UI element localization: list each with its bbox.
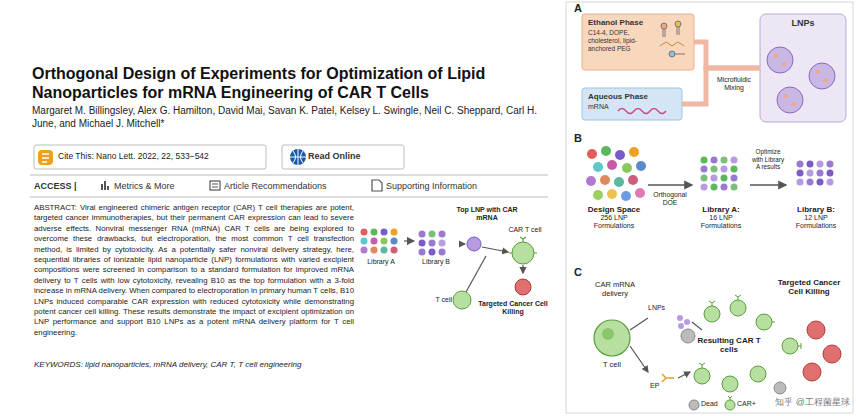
- library-group: Library B:12 LNP Formulations: [786, 145, 846, 241]
- lnp-dot: [721, 175, 728, 182]
- toc-label: Targeted Cancer Cell Killing: [476, 300, 550, 316]
- library-group: Library B: [414, 225, 458, 275]
- lnp-dot: [797, 161, 804, 168]
- node-body: 16 LNP Formulations: [692, 214, 750, 231]
- lnp-dot: [731, 184, 738, 191]
- panel-label: Targeted Cancer Cell Killing: [770, 278, 848, 296]
- node-body: mRNA: [588, 103, 676, 110]
- lnp-dot: [807, 161, 814, 168]
- panel-label: EP: [650, 382, 670, 389]
- node-title: Library A:: [692, 205, 750, 214]
- phase-box: Ethanol PhaseC14-4, DOPE, cholesterol, l…: [582, 14, 694, 70]
- link-label: Metrics & More: [114, 181, 204, 191]
- lnp-dot: [797, 179, 804, 186]
- node-title: Library B: [414, 258, 458, 265]
- library-group: Library A: [358, 225, 404, 275]
- library-group: Design Space256 LNP Formulations: [580, 145, 648, 241]
- lnp-dot: [817, 161, 824, 168]
- node-body: 256 LNP Formulations: [580, 214, 648, 231]
- lnp-dot: [711, 175, 718, 182]
- lnp-dot: [721, 157, 728, 164]
- box-outline: [582, 14, 694, 70]
- panel-label: LNPs: [648, 304, 676, 311]
- node-body: C14-4, DOPE, cholesterol, lipid-anchored…: [588, 29, 656, 52]
- lnp-dot: [731, 166, 738, 173]
- box-outline: [34, 145, 266, 169]
- node-title: Design Space: [580, 205, 648, 214]
- lnp-dot: [711, 184, 718, 191]
- connector: [750, 184, 786, 185]
- lnp-dot: [817, 179, 824, 186]
- panel-letter: B: [574, 132, 588, 144]
- panel-letter: C: [574, 266, 588, 278]
- panel-label: Resulting CAR T cells: [696, 336, 762, 354]
- box-outline: [760, 14, 846, 122]
- lnp-dot: [797, 170, 804, 177]
- lnp-dot: [817, 170, 824, 177]
- lnp-dot: [701, 175, 708, 182]
- phase-box: Aqueous Phase mRNA: [582, 88, 682, 120]
- lnp-dot: [731, 157, 738, 164]
- lnp-dot: [807, 179, 814, 186]
- keywords: KEYWORDS: lipid nanoparticles, mRNA deli…: [34, 360, 544, 369]
- node-title: Cite This: Nano Lett. 2022, 22, 533−542: [58, 151, 260, 161]
- paper-title: Orthogonal Design of Experiments for Opt…: [32, 64, 552, 102]
- edge-label: Orthogonal DOE: [650, 191, 690, 207]
- lnp-box: LNPs: [760, 14, 846, 122]
- legend-text: Dead: [701, 400, 718, 407]
- library-group: Library A:16 LNP Formulations: [692, 145, 750, 241]
- lnp-dot: [701, 184, 708, 191]
- access-label: ACCESS |: [34, 181, 94, 191]
- lnp-dot: [807, 170, 814, 177]
- legend-text: CAR+: [737, 400, 756, 407]
- lnp-dot: [701, 166, 708, 173]
- lnp-dot: [701, 157, 708, 164]
- panel-label: CAR mRNA delivery: [584, 280, 646, 298]
- connector: [648, 184, 692, 185]
- lnp-dot: [827, 179, 834, 186]
- node-title: Ethanol Phase: [588, 18, 656, 27]
- node-body: 12 LNP Formulations: [786, 214, 846, 231]
- lnp-dot: [711, 157, 718, 164]
- panel-letter: A: [574, 2, 588, 14]
- box-outline: [582, 88, 682, 120]
- cite-box: Cite This: Nano Lett. 2022, 22, 533−542: [34, 145, 266, 169]
- connector: [404, 240, 414, 241]
- abstract-text: ABSTRACT: Viral engineered chimeric anti…: [34, 203, 354, 338]
- lnp-dot: [827, 161, 834, 168]
- box-outline: [282, 145, 404, 169]
- toc-label: T cell: [418, 296, 452, 303]
- toc-label: CAR T cell: [500, 226, 550, 233]
- edge-label: Optimize with Library A results: [750, 148, 786, 171]
- node-title: Aqueous Phase: [588, 92, 676, 101]
- connector: [682, 68, 760, 104]
- lnp-dot: [721, 184, 728, 191]
- node-title: LNPs: [764, 18, 842, 28]
- lnp-dot: [827, 170, 834, 177]
- link-label: Article Recommendations: [224, 181, 364, 191]
- watermark: 知乎 @工程菌星球: [760, 396, 850, 409]
- lnp-dot: [711, 166, 718, 173]
- read-online-button: Read Online: [282, 145, 404, 169]
- toc-label: Top LNP with CAR mRNA: [450, 206, 524, 222]
- node-title: Library A: [358, 258, 404, 265]
- node-title: Library B:: [786, 205, 846, 214]
- author-list: Margaret M. Billingsley, Alex G. Hamilto…: [32, 104, 542, 130]
- panel-label: T cell: [592, 360, 632, 369]
- link-label: Supporting Information: [386, 181, 516, 191]
- node-title: Read Online: [308, 151, 398, 161]
- lnp-dot: [731, 175, 738, 182]
- connector: [694, 42, 760, 68]
- lnp-dot: [721, 166, 728, 173]
- edge-label: Microfluidic Mixing: [711, 76, 757, 92]
